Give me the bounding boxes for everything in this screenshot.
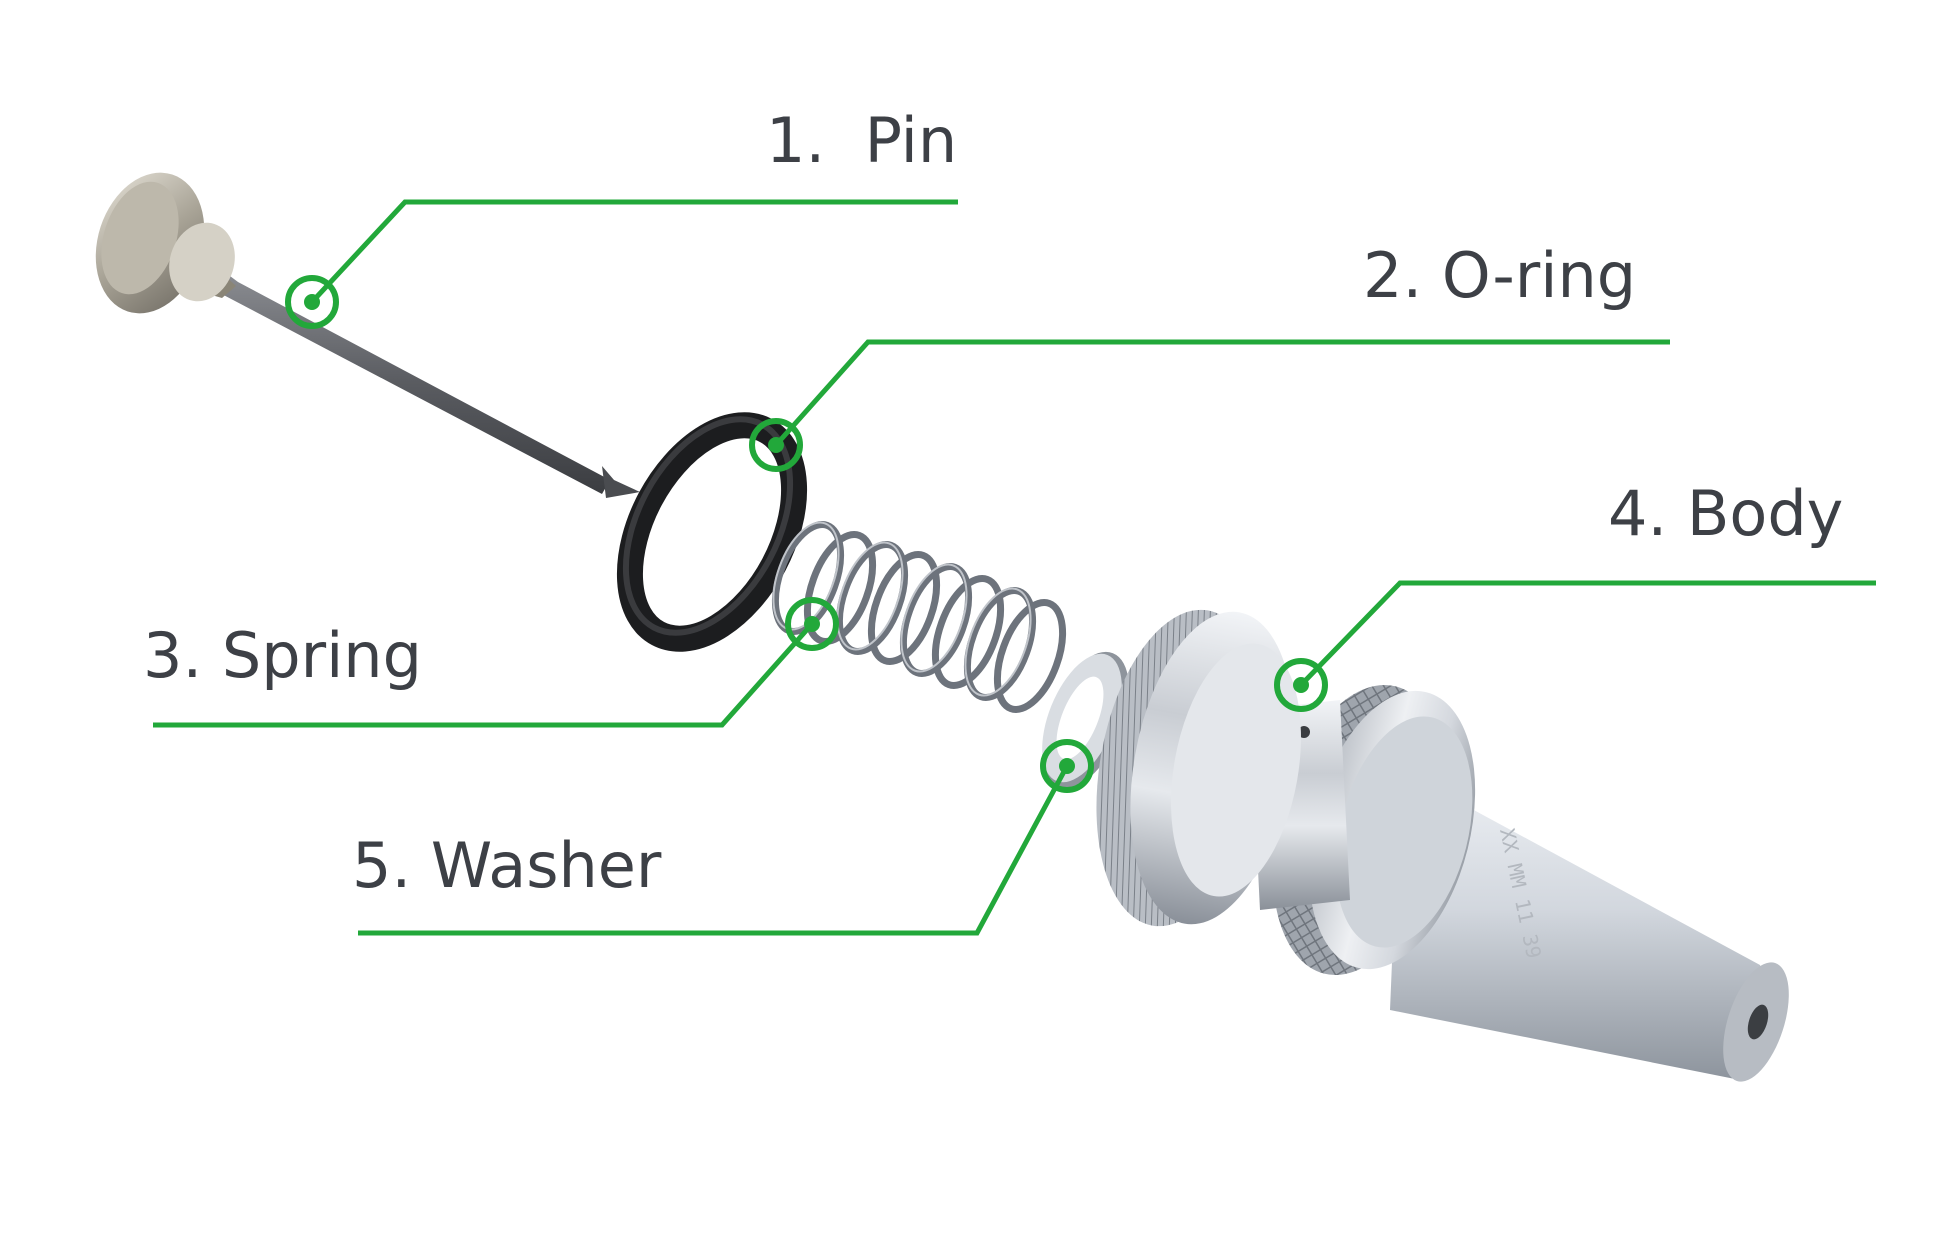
label-body: 4. Body xyxy=(1608,477,1844,550)
callout-line-washer xyxy=(358,764,1070,936)
pin-part xyxy=(95,172,640,498)
label-spring: 3. Spring xyxy=(143,619,422,692)
label-oring: 2. O-ring xyxy=(1363,239,1637,312)
callout-line-spring xyxy=(153,622,814,728)
label-washer: 5. Washer xyxy=(352,829,662,902)
oring-part xyxy=(616,412,808,652)
label-pin: 1. Pin xyxy=(766,104,958,177)
callout-marker-oring xyxy=(749,418,803,472)
callout-marker-body xyxy=(1274,658,1328,712)
callout-line-oring xyxy=(774,339,1670,447)
callout-marker-spring xyxy=(785,597,839,651)
callout-line-pin xyxy=(310,199,958,304)
callout-marker-pin xyxy=(285,275,339,329)
callout-marker-washer xyxy=(1040,739,1094,793)
body-part: XX MM 11 39 xyxy=(1096,609,1789,1082)
callout-lines xyxy=(153,199,1876,936)
callout-line-body xyxy=(1299,580,1876,687)
